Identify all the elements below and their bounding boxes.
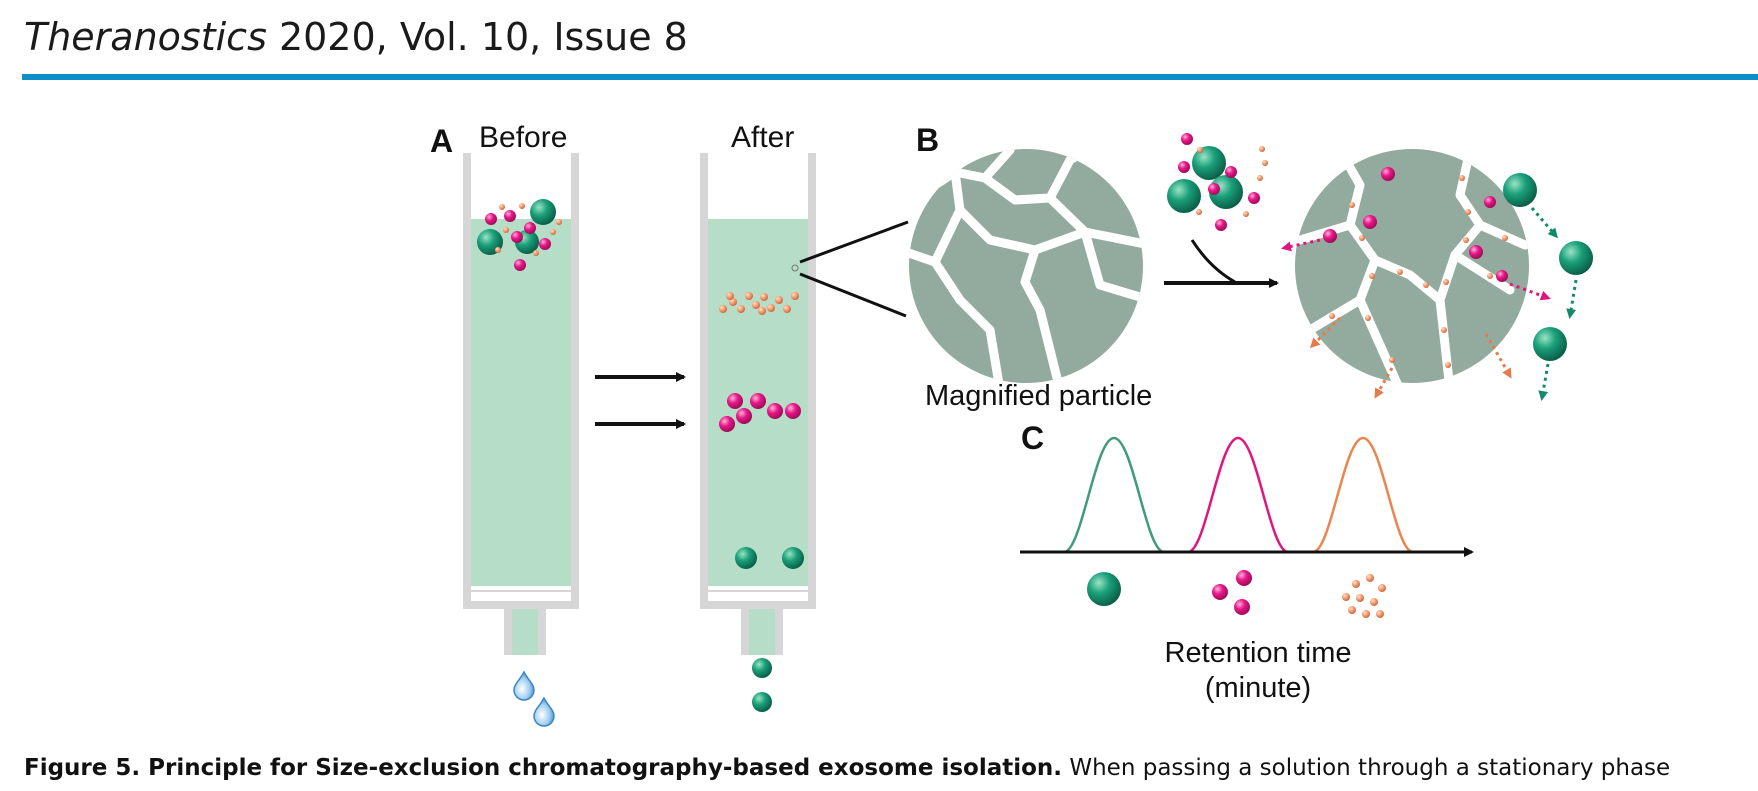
caption-title: Figure 5. Principle for Size-exclusion c… [24,755,1063,781]
header-rule [22,74,1758,80]
axis-label-unit: (minute) [1205,672,1311,704]
panel-b: B Magnified particle [799,122,1593,412]
figure-caption: Figure 5. Principle for Size-exclusion c… [24,752,1754,784]
incoming-mixture [1167,133,1268,231]
axis-label-retention: Retention time [1165,637,1352,669]
peak-legend [1087,570,1386,618]
droplets [513,670,555,727]
protein-band [719,393,801,432]
small-molecule-peak [1312,436,1414,554]
running-header: Theranostics 2020, Vol. 10, Issue 8 [24,12,688,62]
exosome-band [735,547,804,569]
column-before [463,153,579,655]
small-molecule-band [719,292,799,315]
panel-c-label: C [1021,420,1044,456]
magnified-particle-label: Magnified particle [925,380,1152,412]
exosome-marker [1087,572,1121,606]
zoom-line-top [799,220,909,264]
elution-peaks [1063,436,1414,554]
caption-text: When passing a solution through a statio… [1062,755,1671,781]
process-arrow [1164,239,1279,288]
zoom-line-bottom [799,272,907,318]
exosome-peak [1063,436,1165,554]
after-label: After [731,121,794,154]
sample-mixture [477,199,562,271]
exit-arrows [1281,207,1578,401]
small-molecule-marker [1342,574,1386,618]
separating-bead [1295,149,1593,383]
protein-marker [1212,570,1252,615]
figure-5: A Before After [430,121,1593,727]
panel-b-label: B [916,122,939,158]
panel-c: C Retention time (minute) [1020,420,1474,704]
magnified-bead [909,149,1143,383]
before-label: Before [479,121,567,154]
journal-name: Theranostics [24,15,267,59]
column-after [700,153,816,655]
eluted-exosomes [752,658,772,712]
panel-a-label: A [430,123,453,159]
citation: 2020, Vol. 10, Issue 8 [266,15,688,59]
protein-peak [1187,436,1289,554]
panel-a: A Before After [430,121,816,727]
